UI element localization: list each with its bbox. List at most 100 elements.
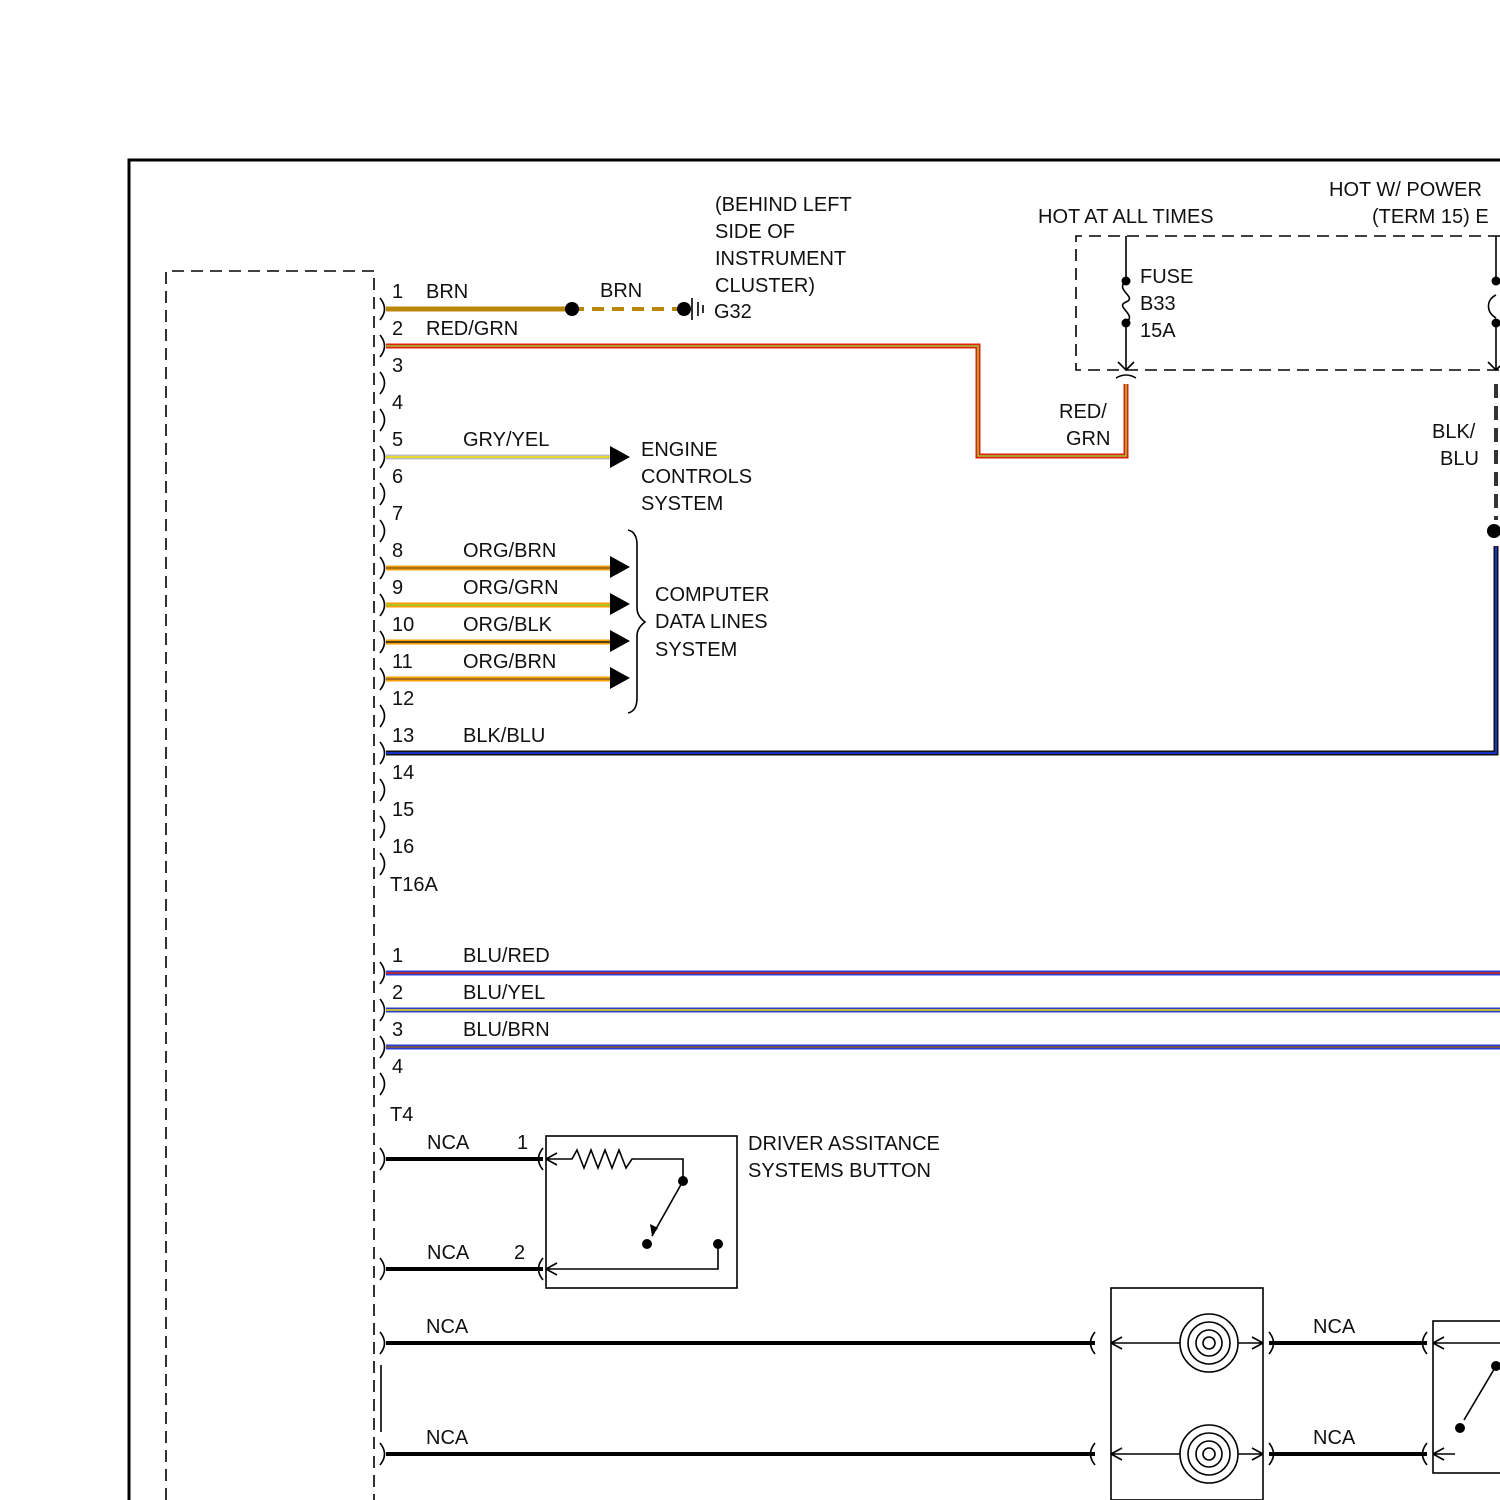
pin-bracket-t4-1 [380,962,385,984]
fuse-id: B33 [1140,293,1176,315]
pin-bracket-t16a-5 [380,446,385,468]
wire-label: BLK/BLU [463,725,545,747]
pin-number: 1 [392,281,403,303]
pin-number: 10 [392,614,414,636]
pin-number: 3 [392,355,403,377]
splice-dot [1487,524,1500,538]
wire-label: NCA [426,1316,469,1338]
pin-number: 16 [392,836,414,858]
clock-spring-lead [1111,1448,1263,1460]
pin-number: 7 [392,503,403,525]
red-grn-split-1: RED/ [1059,401,1107,423]
wire-label: BLU/BRN [463,1019,550,1041]
clock-spring [1091,1288,1274,1500]
pin-bracket-t16a-6 [380,483,385,505]
diagram-frame [129,160,1500,1500]
wire-label: ORG/BRN [463,540,556,562]
fuse-label: FUSE [1140,266,1193,288]
pin-bracket-nca [380,1332,385,1354]
wire-label: GRY/YEL [463,429,549,451]
ground-note-2: SIDE OF [715,221,795,243]
clock-spring-coil-icon [1180,1314,1238,1372]
ground-dot [677,302,691,316]
module-outline [166,271,374,1500]
pin-number: 12 [392,688,414,710]
pin-bracket-t16a-13 [380,742,385,764]
pin-number: 14 [392,762,414,784]
splice-dot [565,302,579,316]
steering-switch [1423,1321,1500,1473]
connector-icon [1488,362,1500,370]
switch-return [546,1244,718,1275]
wire-label: NCA [1313,1316,1356,1338]
pin-number: 4 [392,1056,403,1078]
wire-label: NCA [427,1242,470,1264]
pin-number: 3 [392,1019,403,1041]
hot-w-power-label: HOT W/ POWER [1329,179,1482,201]
switch-contact [1455,1423,1465,1433]
pin-number: 2 [514,1242,525,1264]
pin-bracket-t16a-4 [380,409,385,431]
pin-bracket-t16a-14 [380,779,385,801]
ground-note-4: CLUSTER) [715,275,815,297]
pin-bracket-t16a-9 [380,594,385,616]
wire-label: ORG/GRN [463,577,559,599]
connector-pins [380,298,385,1465]
pin-number: 1 [392,945,403,967]
pin-bracket-nca [380,1148,385,1170]
fuse-icon [1123,281,1130,323]
term15-label: (TERM 15) E [1372,206,1489,228]
wire-label: BLU/YEL [463,982,545,1004]
driver-assistance-button[interactable] [539,1136,738,1288]
arrow-icon [610,446,630,468]
engine-controls-1: ENGINE [641,439,718,461]
pin-number: 1 [517,1132,528,1154]
pin-bracket-t16a-2 [380,335,385,357]
system-arrows [610,446,645,713]
connector-t4-label: T4 [390,1104,413,1126]
clock-spring-coil-icon [1180,1425,1238,1483]
ground-g32: BRN G32 (BEHIND LEFT SIDE OF INSTRUMENT … [565,194,852,323]
fuse-icon [1489,295,1497,318]
engine-controls-2: CONTROLS [641,466,752,488]
red-grn-split-2: GRN [1066,428,1110,450]
ground-id: G32 [714,301,752,323]
arrow-icon [610,630,630,652]
pin-number: 15 [392,799,414,821]
pin-bracket-t16a-15 [380,816,385,838]
pin-bracket-t4-2 [380,999,385,1021]
engine-controls-3: SYSTEM [641,493,723,515]
clock-spring-lead [1111,1337,1263,1349]
fuse-terminal-dot [1492,319,1500,328]
switch-icon [1464,1366,1496,1420]
computer-data-1: COMPUTER [655,584,769,606]
connector-t16a-label: T16A [390,874,438,896]
driver-assist-label-2: SYSTEMS BUTTON [748,1160,931,1182]
pin-bracket-nca [380,1443,385,1465]
pin-bracket-t4-4 [380,1073,385,1095]
steering-switch-lead [1433,1337,1500,1460]
wire-label: BLU/RED [463,945,550,967]
pin-number: 9 [392,577,403,599]
pin-bracket-t4-3 [380,1036,385,1058]
ground-icon [692,298,703,320]
wire-label: RED/GRN [426,318,518,340]
wire-label: BRN [426,281,468,303]
pin-number: 2 [392,982,403,1004]
pin-bracket-t16a-10 [380,631,385,653]
fuse-rating: 15A [1140,320,1176,342]
hot-at-all-times-label: HOT AT ALL TIMES [1038,206,1214,228]
ground-wire-label: BRN [600,280,642,302]
pin-bracket-t16a-8 [380,557,385,579]
computer-data-3: SYSTEM [655,639,737,661]
arrow-icon [610,593,630,615]
pin-bracket-t16a-12 [380,705,385,727]
fuse-terminal-dot [1492,277,1500,286]
blk-blu-split-1: BLK/ [1432,421,1476,443]
resistor-icon [546,1150,683,1181]
switch-arrow-icon [650,1224,658,1236]
arrow-icon [610,556,630,578]
blk-blu-split-2: BLU [1440,448,1479,470]
computer-data-2: DATA LINES [655,611,768,633]
